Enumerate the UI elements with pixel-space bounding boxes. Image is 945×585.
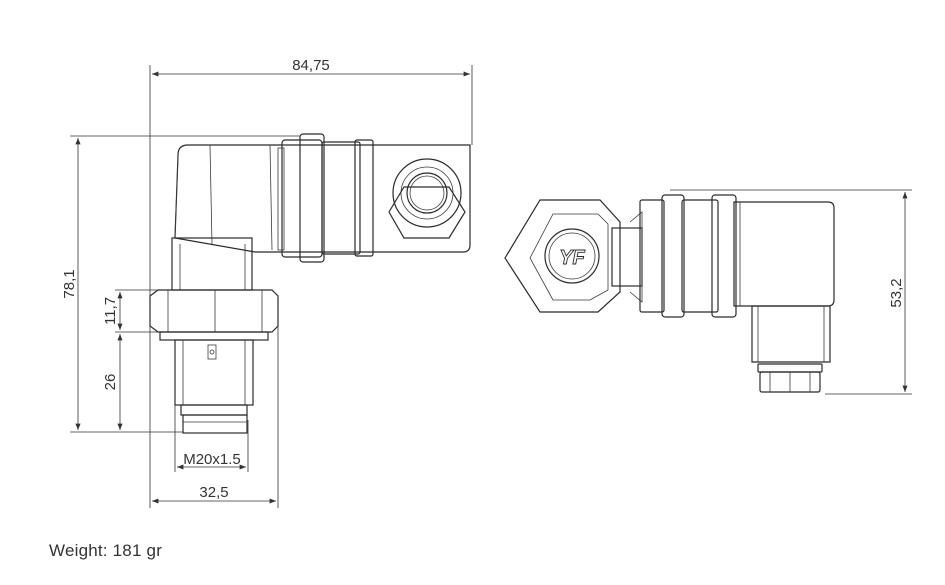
dim-overall-height: 78,1 [61, 269, 78, 298]
dim-base-width: 32,5 [199, 484, 228, 501]
side-dimensions: 53,2 [670, 189, 912, 395]
weight-label: Weight: 181 gr [49, 541, 163, 560]
manufacturer-logo: YF [559, 247, 585, 269]
side-view: YF [504, 194, 835, 393]
dim-overall-width: 84,75 [292, 57, 330, 74]
dim-side-height: 53,2 [888, 278, 905, 307]
dim-thread-spec: M20x1.5 [183, 451, 241, 468]
dim-thread-length: 26 [102, 374, 119, 391]
dim-hex-height: 11,7 [102, 297, 119, 325]
front-view [149, 133, 471, 434]
front-dimensions: 84,75 78,1 11,7 26 M20x1.5 32,5 [61, 57, 473, 508]
